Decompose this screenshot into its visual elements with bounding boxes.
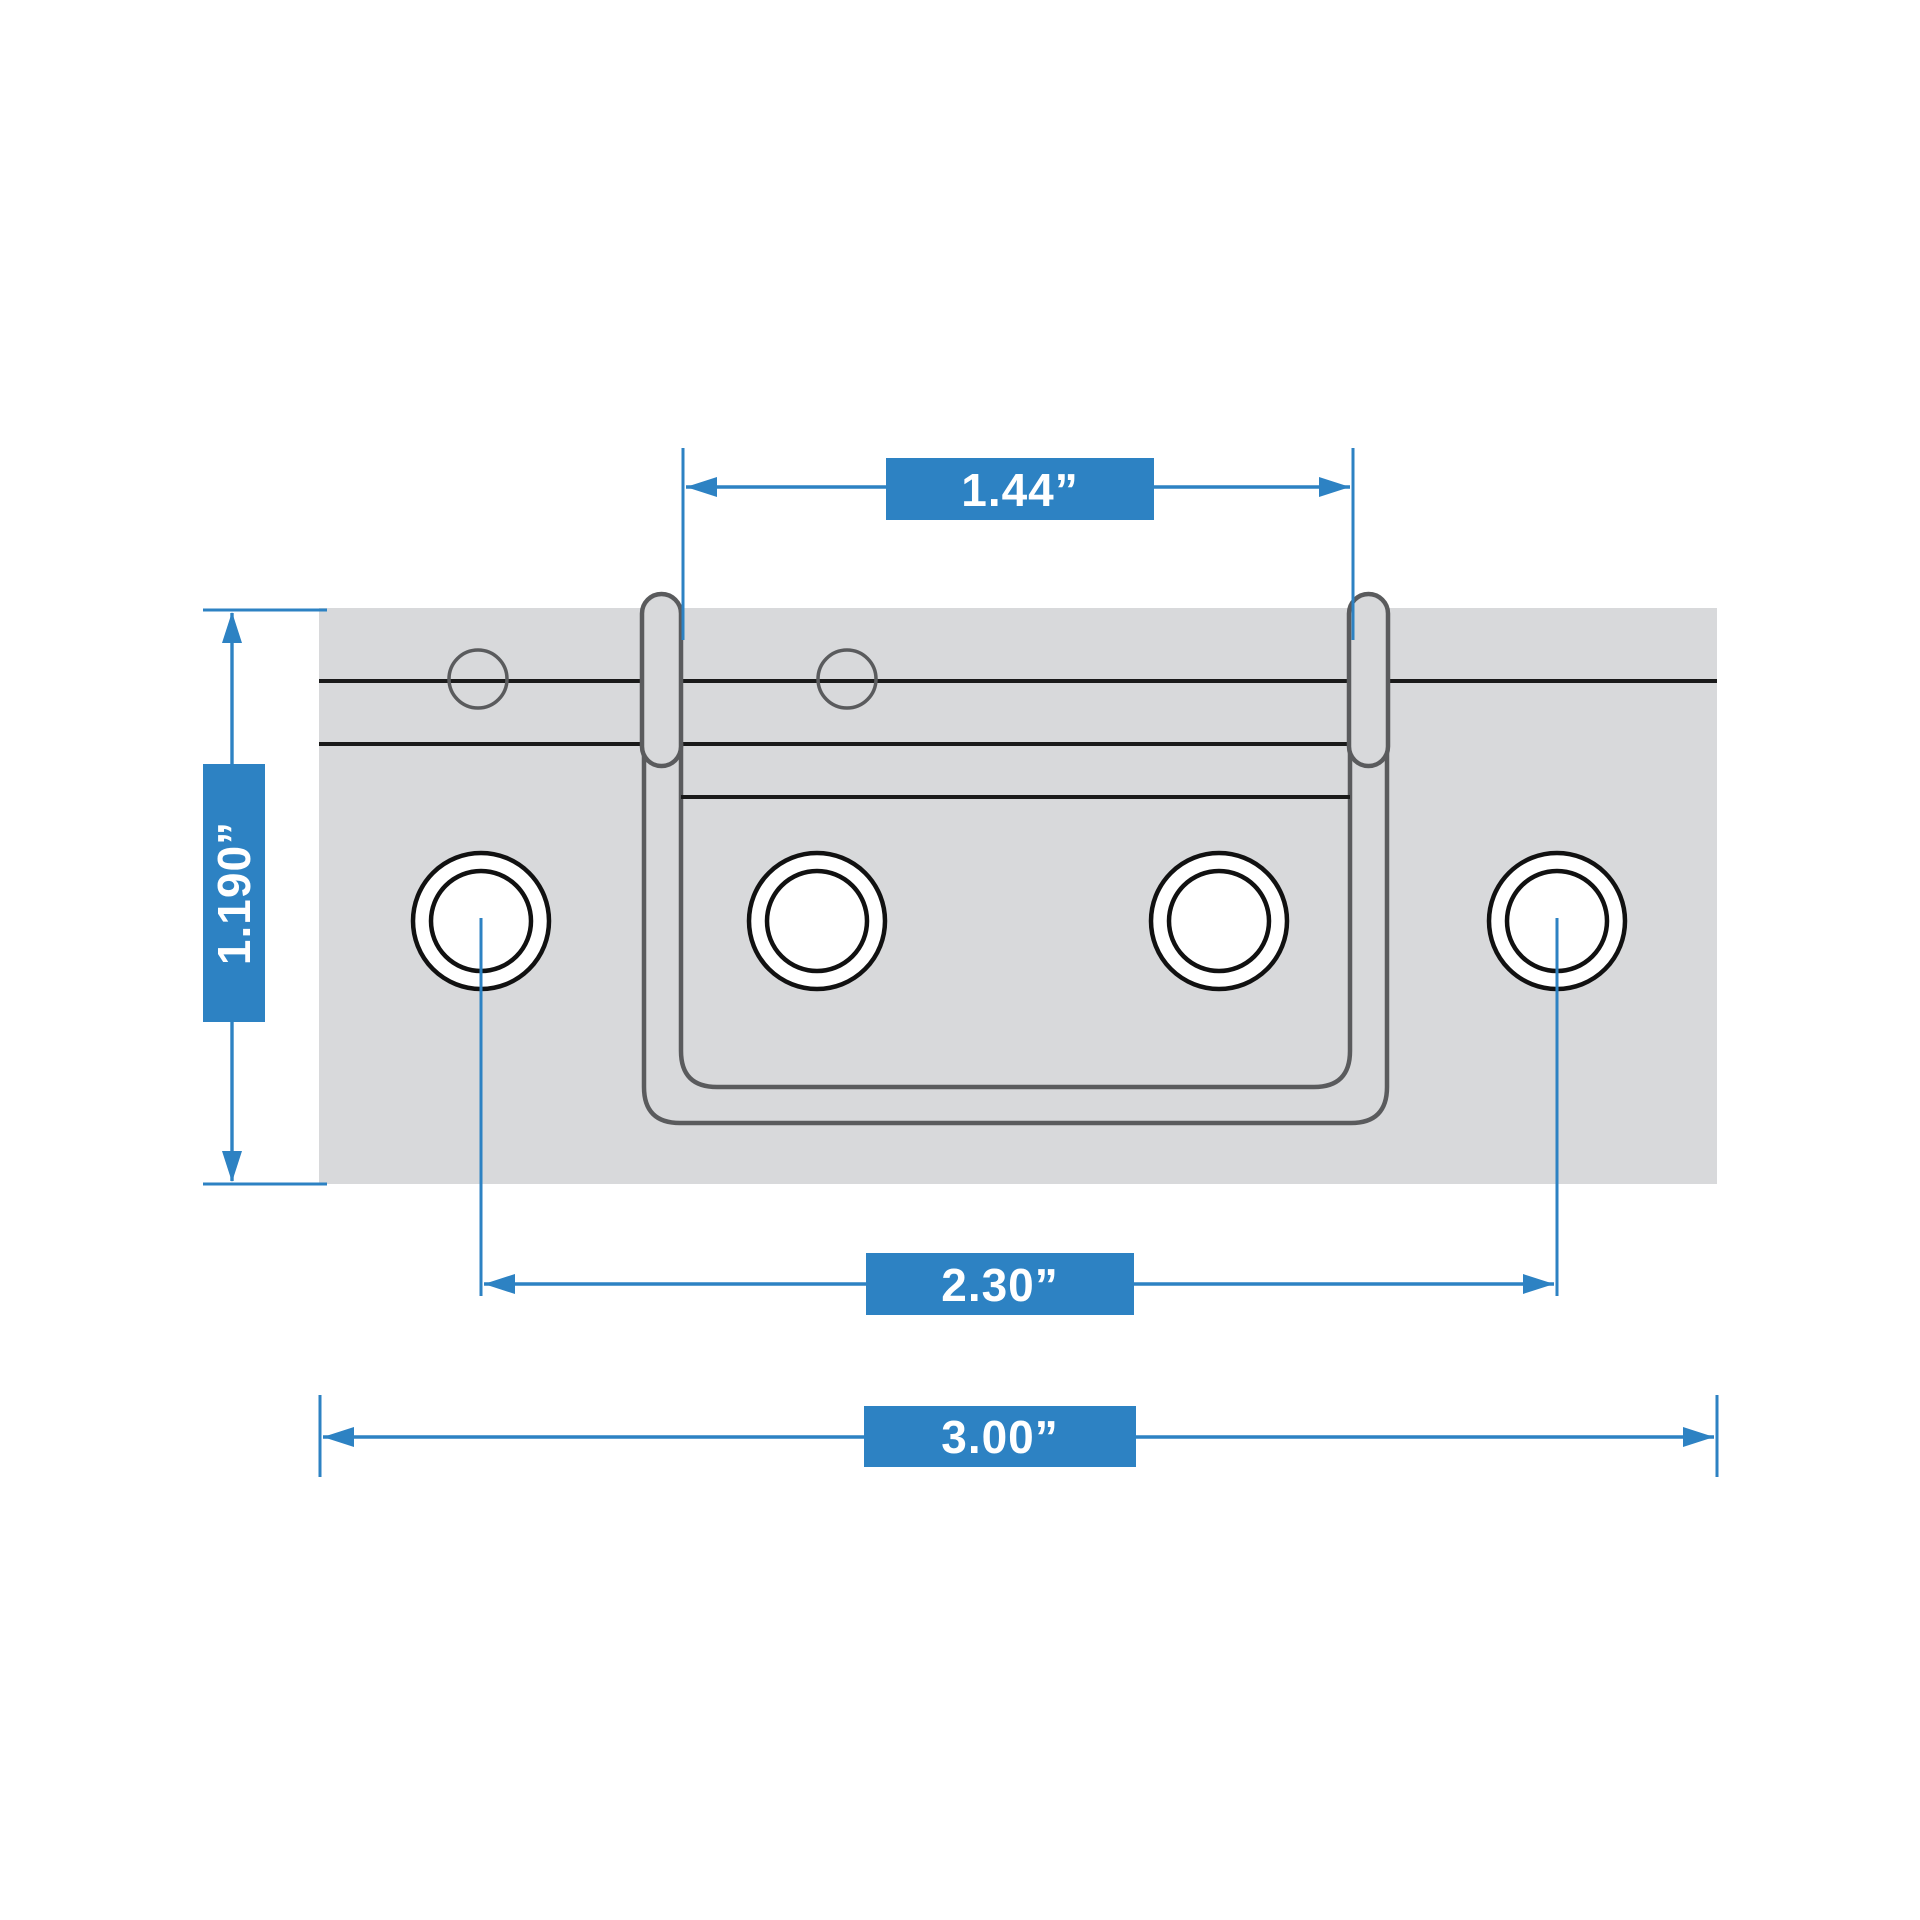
screw-hole-3-inner: [1166, 868, 1272, 974]
small-hole-1: [447, 648, 509, 710]
arrow-left-icon: [484, 1274, 515, 1294]
arrow-left-icon: [323, 1427, 354, 1447]
left-hinge-pin: [639, 591, 684, 769]
hole-span-label: 2.30”: [941, 1259, 1059, 1311]
height-label-box: [203, 764, 265, 1022]
arrow-right-icon: [1523, 1274, 1554, 1294]
hole-span-label-box: [866, 1253, 1134, 1315]
small-hole-2: [816, 648, 878, 710]
dimension-overall-width: 3.00”: [318, 1395, 1719, 1477]
width-label: 3.00”: [941, 1411, 1059, 1463]
pin-gap-label-box: [886, 458, 1154, 520]
width-label-box: [864, 1406, 1136, 1467]
pin-gap-label: 1.44”: [961, 464, 1079, 516]
right-hinge-pin: [1346, 591, 1391, 769]
dimension-hole-span: 2.30”: [479, 918, 1559, 1315]
arrow-down-icon: [222, 1151, 242, 1182]
dimension-pin-gap: 1.44”: [681, 448, 1355, 640]
arrow-left-icon: [686, 477, 717, 497]
dimension-strap-height: 1.190”: [203, 608, 327, 1186]
screw-hole-2-inner: [764, 868, 870, 974]
arrow-right-icon: [1319, 477, 1350, 497]
height-label: 1.190”: [208, 821, 260, 965]
arrow-up-icon: [222, 612, 242, 643]
arrow-right-icon: [1683, 1427, 1714, 1447]
